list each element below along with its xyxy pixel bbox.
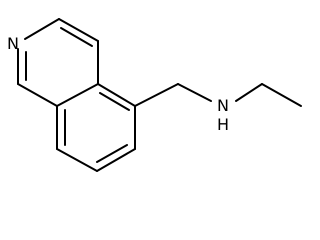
bond-n2-c3 (24, 18, 60, 40)
structure-diagram: N N H (7, 18, 302, 172)
amine-hydrogen-label: H (217, 115, 229, 134)
ethylaminomethyl-chain (134, 83, 302, 107)
bond-c6-c7-inner (96, 144, 128, 163)
bond-c5-ch2 (134, 83, 179, 107)
bond-c6-c7 (96, 148, 136, 172)
bond-ch2-ch3 (261, 83, 302, 107)
bond-ch2-n (177, 83, 212, 102)
amine-nitrogen-label: N (217, 96, 229, 115)
isoquinoline-ring (17, 18, 136, 172)
bond-c8a-c4a (56, 83, 99, 107)
bond-c3-c4 (58, 18, 99, 42)
bond-c7-c8 (56, 148, 98, 172)
bond-n-ch2 (235, 83, 263, 102)
ring-nitrogen-label: N (7, 34, 19, 53)
bond-c3-c4-inner (60, 27, 93, 47)
bond-c4a-c5-inner (99, 92, 130, 111)
bond-c4a-c5 (97, 83, 136, 107)
bond-c1-c8a (17, 83, 58, 107)
